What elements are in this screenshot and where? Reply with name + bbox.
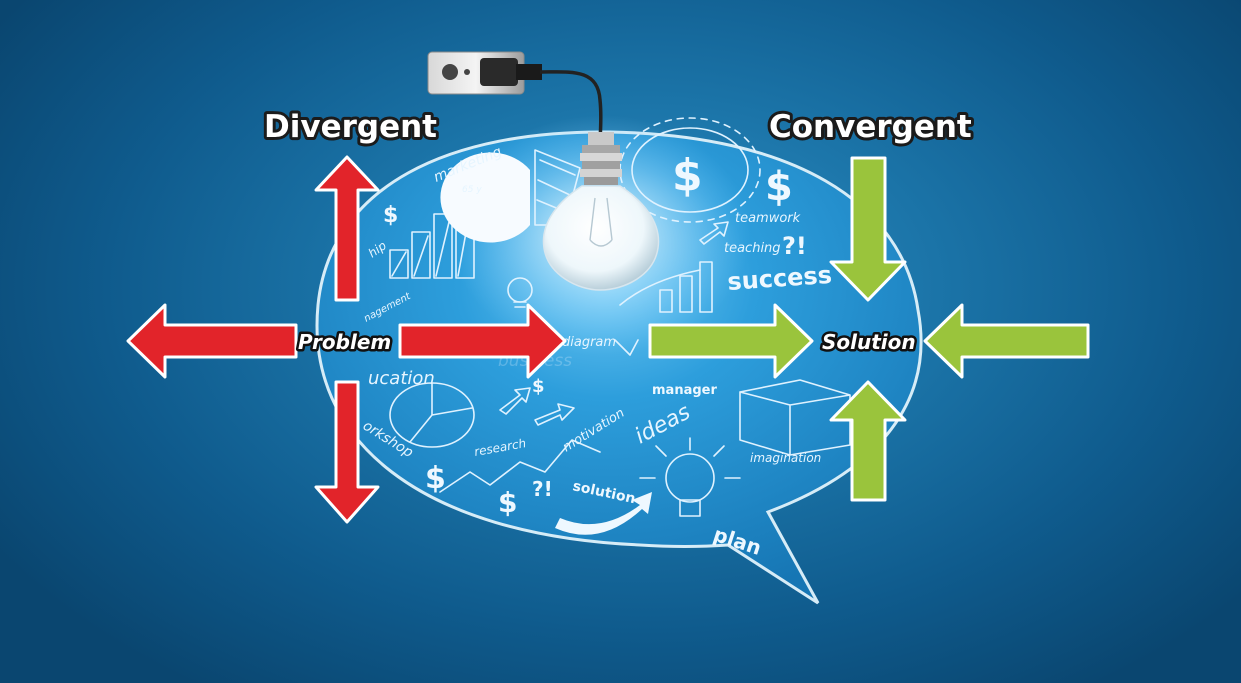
pie-chart-icon — [440, 152, 530, 243]
dollar-small-3: $ — [532, 376, 545, 397]
arrow-left-to-solution — [923, 303, 1090, 379]
arrow-down-to-solution — [829, 156, 907, 302]
growth-bars-icon — [619, 261, 713, 313]
word-percent: 65 y — [462, 185, 482, 195]
small-arrow-icon-4 — [614, 339, 639, 356]
divergent-arrows — [126, 155, 567, 524]
word-teamwork: teamwork — [735, 211, 801, 226]
convergent-heading: Convergent — [769, 109, 972, 145]
dollar-small-1: $ — [425, 461, 446, 496]
small-arrow-icon-1 — [499, 387, 531, 415]
word-education: ucation — [368, 368, 435, 389]
word-diagram: diagram — [562, 335, 616, 350]
solution-label: Solution — [822, 330, 916, 354]
arrow-right-to-solution — [648, 303, 814, 379]
small-arrow-icon-2 — [534, 403, 575, 426]
curved-arrow-icon — [555, 492, 652, 535]
open-box-icon — [739, 379, 851, 456]
arrow-up — [314, 155, 380, 302]
arrow-up-to-solution — [829, 380, 907, 502]
convergent-arrows — [648, 156, 1090, 502]
dollar-sign-icon: $ — [672, 150, 703, 201]
question-mark-1: ?! — [782, 232, 807, 260]
idea-bulb-sketch-icon — [639, 437, 741, 517]
lightbulb-icon — [542, 132, 660, 291]
divergent-heading: Divergent — [264, 109, 437, 145]
zigzag-line — [439, 439, 601, 493]
arrow-down — [314, 380, 380, 524]
power-cord — [539, 70, 603, 147]
doodle-sketches: $ $ — [383, 117, 851, 535]
dollar-sign-icon-right: $ — [765, 164, 793, 210]
word-teaching: teaching — [724, 241, 781, 256]
pie-sketch-icon — [389, 382, 475, 448]
word-imagination: imagination — [750, 451, 821, 465]
dollar-small-2: $ — [498, 486, 517, 519]
word-manager: manager — [652, 383, 717, 398]
power-socket-icon — [427, 51, 542, 95]
question-mark-2: ?! — [532, 477, 553, 501]
small-bulb-sketch-icon — [507, 277, 533, 308]
team-circle-icon — [631, 127, 749, 213]
problem-label: Problem — [298, 330, 391, 354]
dollar-small-4: $ — [383, 203, 398, 228]
arrow-left — [126, 303, 298, 379]
small-arrow-icon-3 — [699, 221, 729, 245]
arrow-right — [398, 303, 567, 379]
